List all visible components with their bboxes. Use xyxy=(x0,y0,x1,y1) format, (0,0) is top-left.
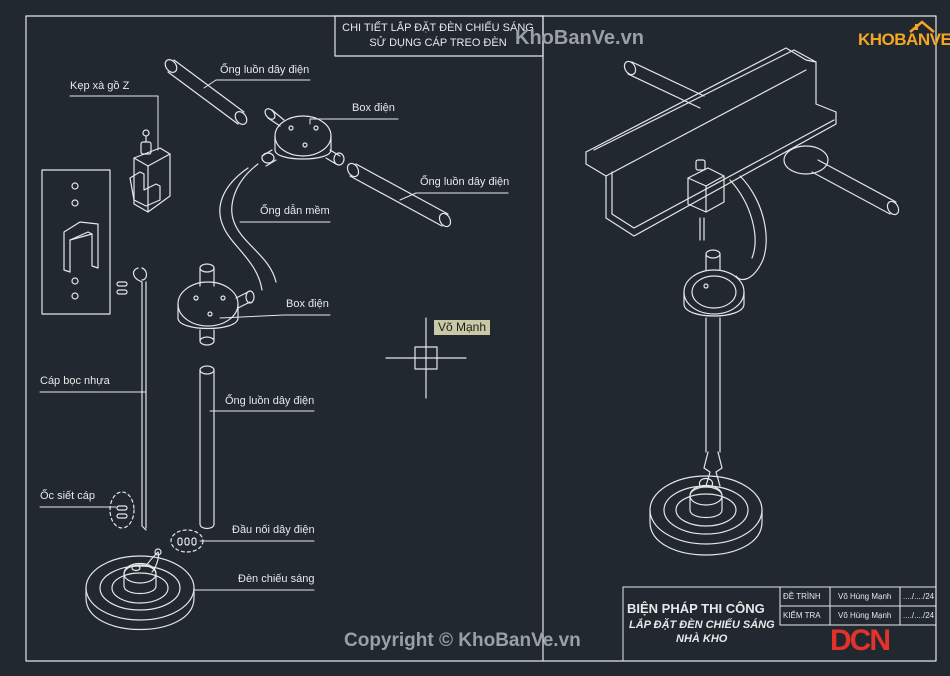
label-ong-dan-mem: Ống dẫn mềm xyxy=(260,205,330,217)
label-kep-xa-go: Kẹp xà gồ Z xyxy=(70,80,130,92)
tb-main-title: BIỆN PHÁP THI CÔNG xyxy=(627,601,765,616)
label-box-dien-1: Box điện xyxy=(352,102,395,114)
title-block xyxy=(622,586,937,662)
junction-box-2 xyxy=(177,263,255,346)
conduit-pipe-1 xyxy=(164,59,248,125)
dcn-logo: DCN xyxy=(830,624,891,657)
lamp-left xyxy=(85,548,195,631)
tb-row2-date: ..../..../24 xyxy=(903,611,935,620)
drawing-title-line1: CHI TIẾT LẮP ĐẶT ĐÈN CHIẾU SÁNG xyxy=(342,22,534,34)
tb-sub-title-2: NHÀ KHO xyxy=(676,633,728,645)
tb-row1-date: ..../..../24 xyxy=(903,592,935,601)
conduit-right-side xyxy=(783,145,900,216)
label-cap-boc-nhua: Cáp bọc nhựa xyxy=(40,375,110,387)
flexible-hose xyxy=(219,163,277,291)
conduit-right-vertical xyxy=(703,317,723,487)
conduit-right-top xyxy=(623,60,705,109)
plastic-coated-cable xyxy=(109,267,148,531)
junction-box-1 xyxy=(261,108,345,167)
label-oc-siet-cap: Ốc siết cáp xyxy=(40,490,96,502)
conduit-pipe-2 xyxy=(346,162,452,228)
label-dau-noi: Đầu nối dây điện xyxy=(232,524,315,536)
leader-lines xyxy=(39,79,509,591)
label-ong-luon-3: Ống luồn dây điện xyxy=(225,395,315,407)
tb-row1-name: Võ Hùng Mạnh xyxy=(838,592,892,601)
label-den-chieu-sang: Đèn chiếu sáng xyxy=(238,573,315,585)
conduit-pipe-3 xyxy=(199,365,215,530)
wire-connector xyxy=(170,529,204,553)
drawing-frame xyxy=(25,15,937,662)
watermark-bottom: Copyright © KhoBanVe.vn xyxy=(344,630,581,651)
beam-clamp-right xyxy=(687,159,725,241)
flex-hose-right xyxy=(729,175,767,281)
c-channel-beam xyxy=(585,47,837,237)
tb-row1-label: ĐỀ TRÌNH xyxy=(783,592,821,601)
label-ong-luon-2: Ống luồn dây điện xyxy=(420,176,510,188)
junction-box-right xyxy=(683,249,745,317)
tb-row2-label: KIỂM TRA xyxy=(783,611,821,620)
lamp-right xyxy=(649,475,763,556)
tb-sub-title-1: LẮP ĐẶT ĐÈN CHIẾU SÁNG xyxy=(629,619,775,631)
drawing-title-line2: SỬ DỤNG CÁP TREO ĐÈN xyxy=(369,37,507,49)
wood-plate xyxy=(41,169,111,315)
watermark-top: KhoBanVe.vn xyxy=(515,27,644,49)
cursor-tooltip: Võ Mạnh xyxy=(434,320,491,335)
cad-cursor xyxy=(385,317,467,399)
title-box xyxy=(334,15,544,57)
tb-row2-name: Võ Hùng Mạnh xyxy=(838,611,892,620)
khobanve-logo-text: KHOBANVE xyxy=(858,30,950,49)
khobanve-logo: KHOBANVE xyxy=(852,20,950,54)
label-box-dien-2: Box điện xyxy=(286,298,329,310)
label-ong-luon-1: Ống luồn dây điện xyxy=(220,64,310,76)
z-clamp xyxy=(129,129,171,213)
house-icon xyxy=(909,20,935,33)
